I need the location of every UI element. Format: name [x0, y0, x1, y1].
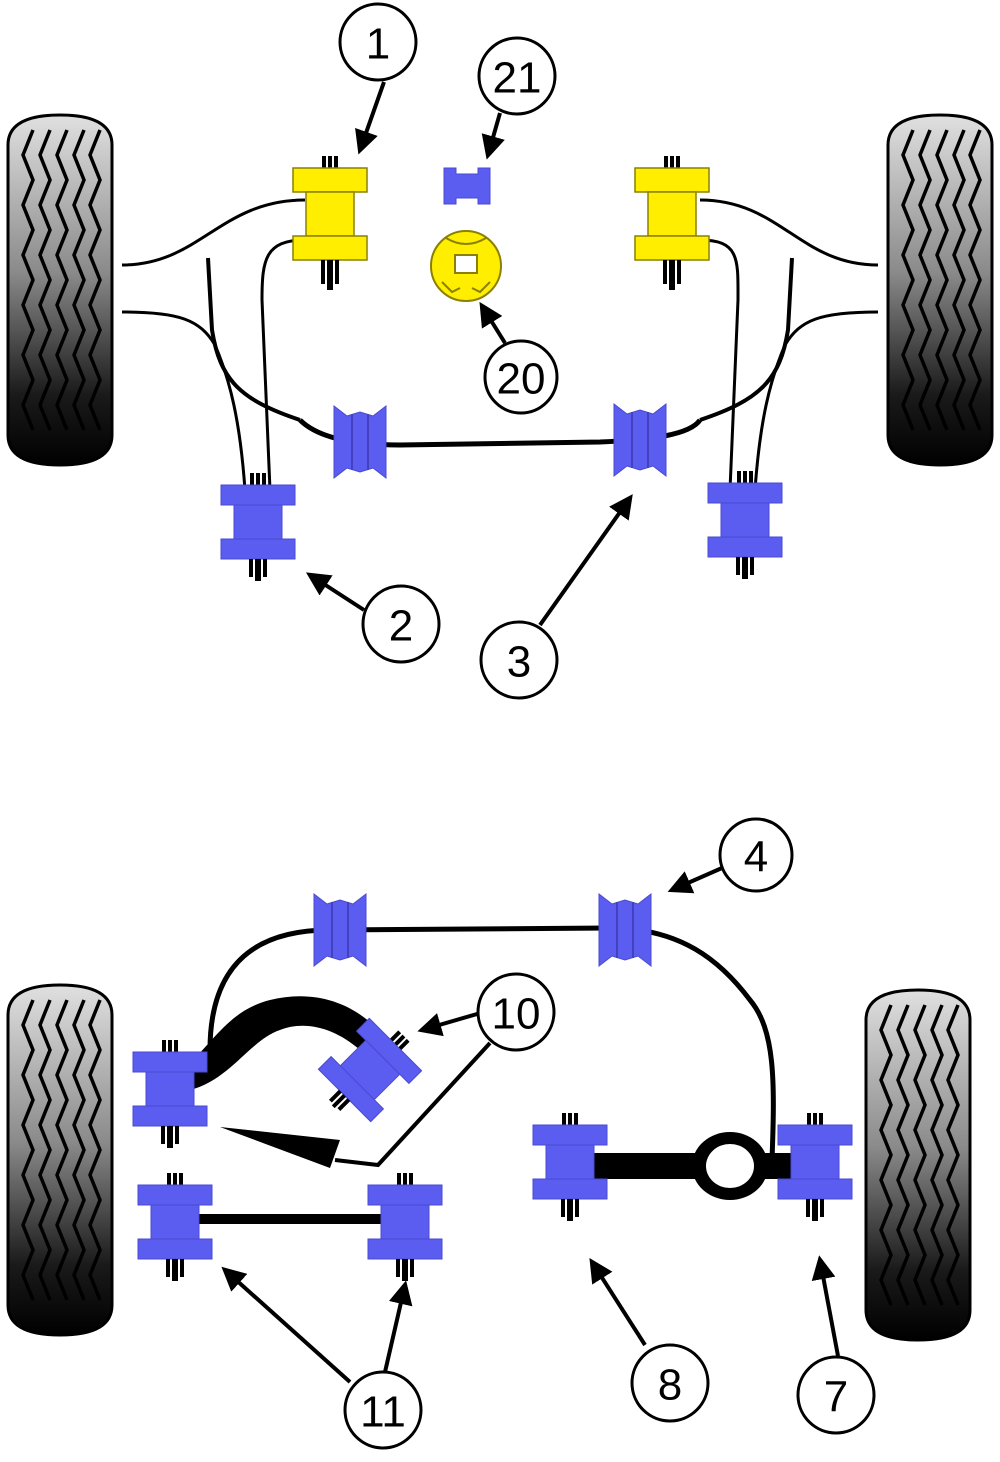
- rear-suspension: 4 10 11 8 7: [8, 817, 970, 1450]
- front-subframe: [121, 198, 879, 491]
- callout-2: 2: [305, 572, 441, 664]
- svg-text:1: 1: [366, 20, 390, 69]
- bush-21: [443, 167, 491, 205]
- svg-text:20: 20: [497, 355, 546, 404]
- callout-20: 20: [479, 301, 559, 415]
- front-suspension: 1 21 20 2 3: [8, 2, 992, 700]
- svg-text:2: 2: [389, 602, 413, 651]
- rear-anti-roll-bar: [207, 925, 776, 1161]
- mount-20: [430, 230, 502, 302]
- bush-11-right: [367, 1172, 443, 1282]
- bush-3-left: [333, 405, 387, 479]
- bush-2-right: [707, 470, 783, 580]
- bush-2-left: [220, 472, 296, 582]
- bush-10-outer: [132, 1039, 208, 1149]
- callout-1: 1: [338, 2, 418, 155]
- svg-text:10: 10: [492, 990, 541, 1039]
- lateral-link: [190, 1214, 390, 1224]
- right-rear-tyre-icon: [866, 990, 970, 1340]
- callout-3: 3: [479, 494, 633, 700]
- svg-text:3: 3: [507, 638, 531, 687]
- bush-11-left: [137, 1172, 213, 1282]
- callout-10: 10: [220, 972, 556, 1168]
- svg-text:8: 8: [658, 1361, 682, 1410]
- trailing-arm: [185, 996, 378, 1090]
- bush-1-left: [292, 155, 368, 291]
- bush-3-right: [613, 403, 667, 477]
- left-front-tyre-icon: [8, 115, 112, 465]
- svg-text:4: 4: [744, 833, 768, 882]
- callout-7: 7: [796, 1255, 876, 1435]
- left-rear-tyre-icon: [8, 985, 112, 1335]
- right-front-tyre-icon: [888, 115, 992, 465]
- callout-8: 8: [589, 1257, 710, 1423]
- callout-11: 11: [221, 1266, 423, 1450]
- svg-text:7: 7: [824, 1373, 848, 1422]
- svg-text:11: 11: [360, 1388, 406, 1437]
- svg-text:21: 21: [493, 54, 542, 103]
- callout-21: 21: [477, 36, 557, 160]
- bush-10-inner: [317, 1017, 423, 1123]
- bush-1-right: [634, 155, 710, 291]
- bush-4-left: [313, 893, 367, 967]
- bush-4-right: [598, 893, 652, 967]
- callout-4: 4: [667, 817, 794, 894]
